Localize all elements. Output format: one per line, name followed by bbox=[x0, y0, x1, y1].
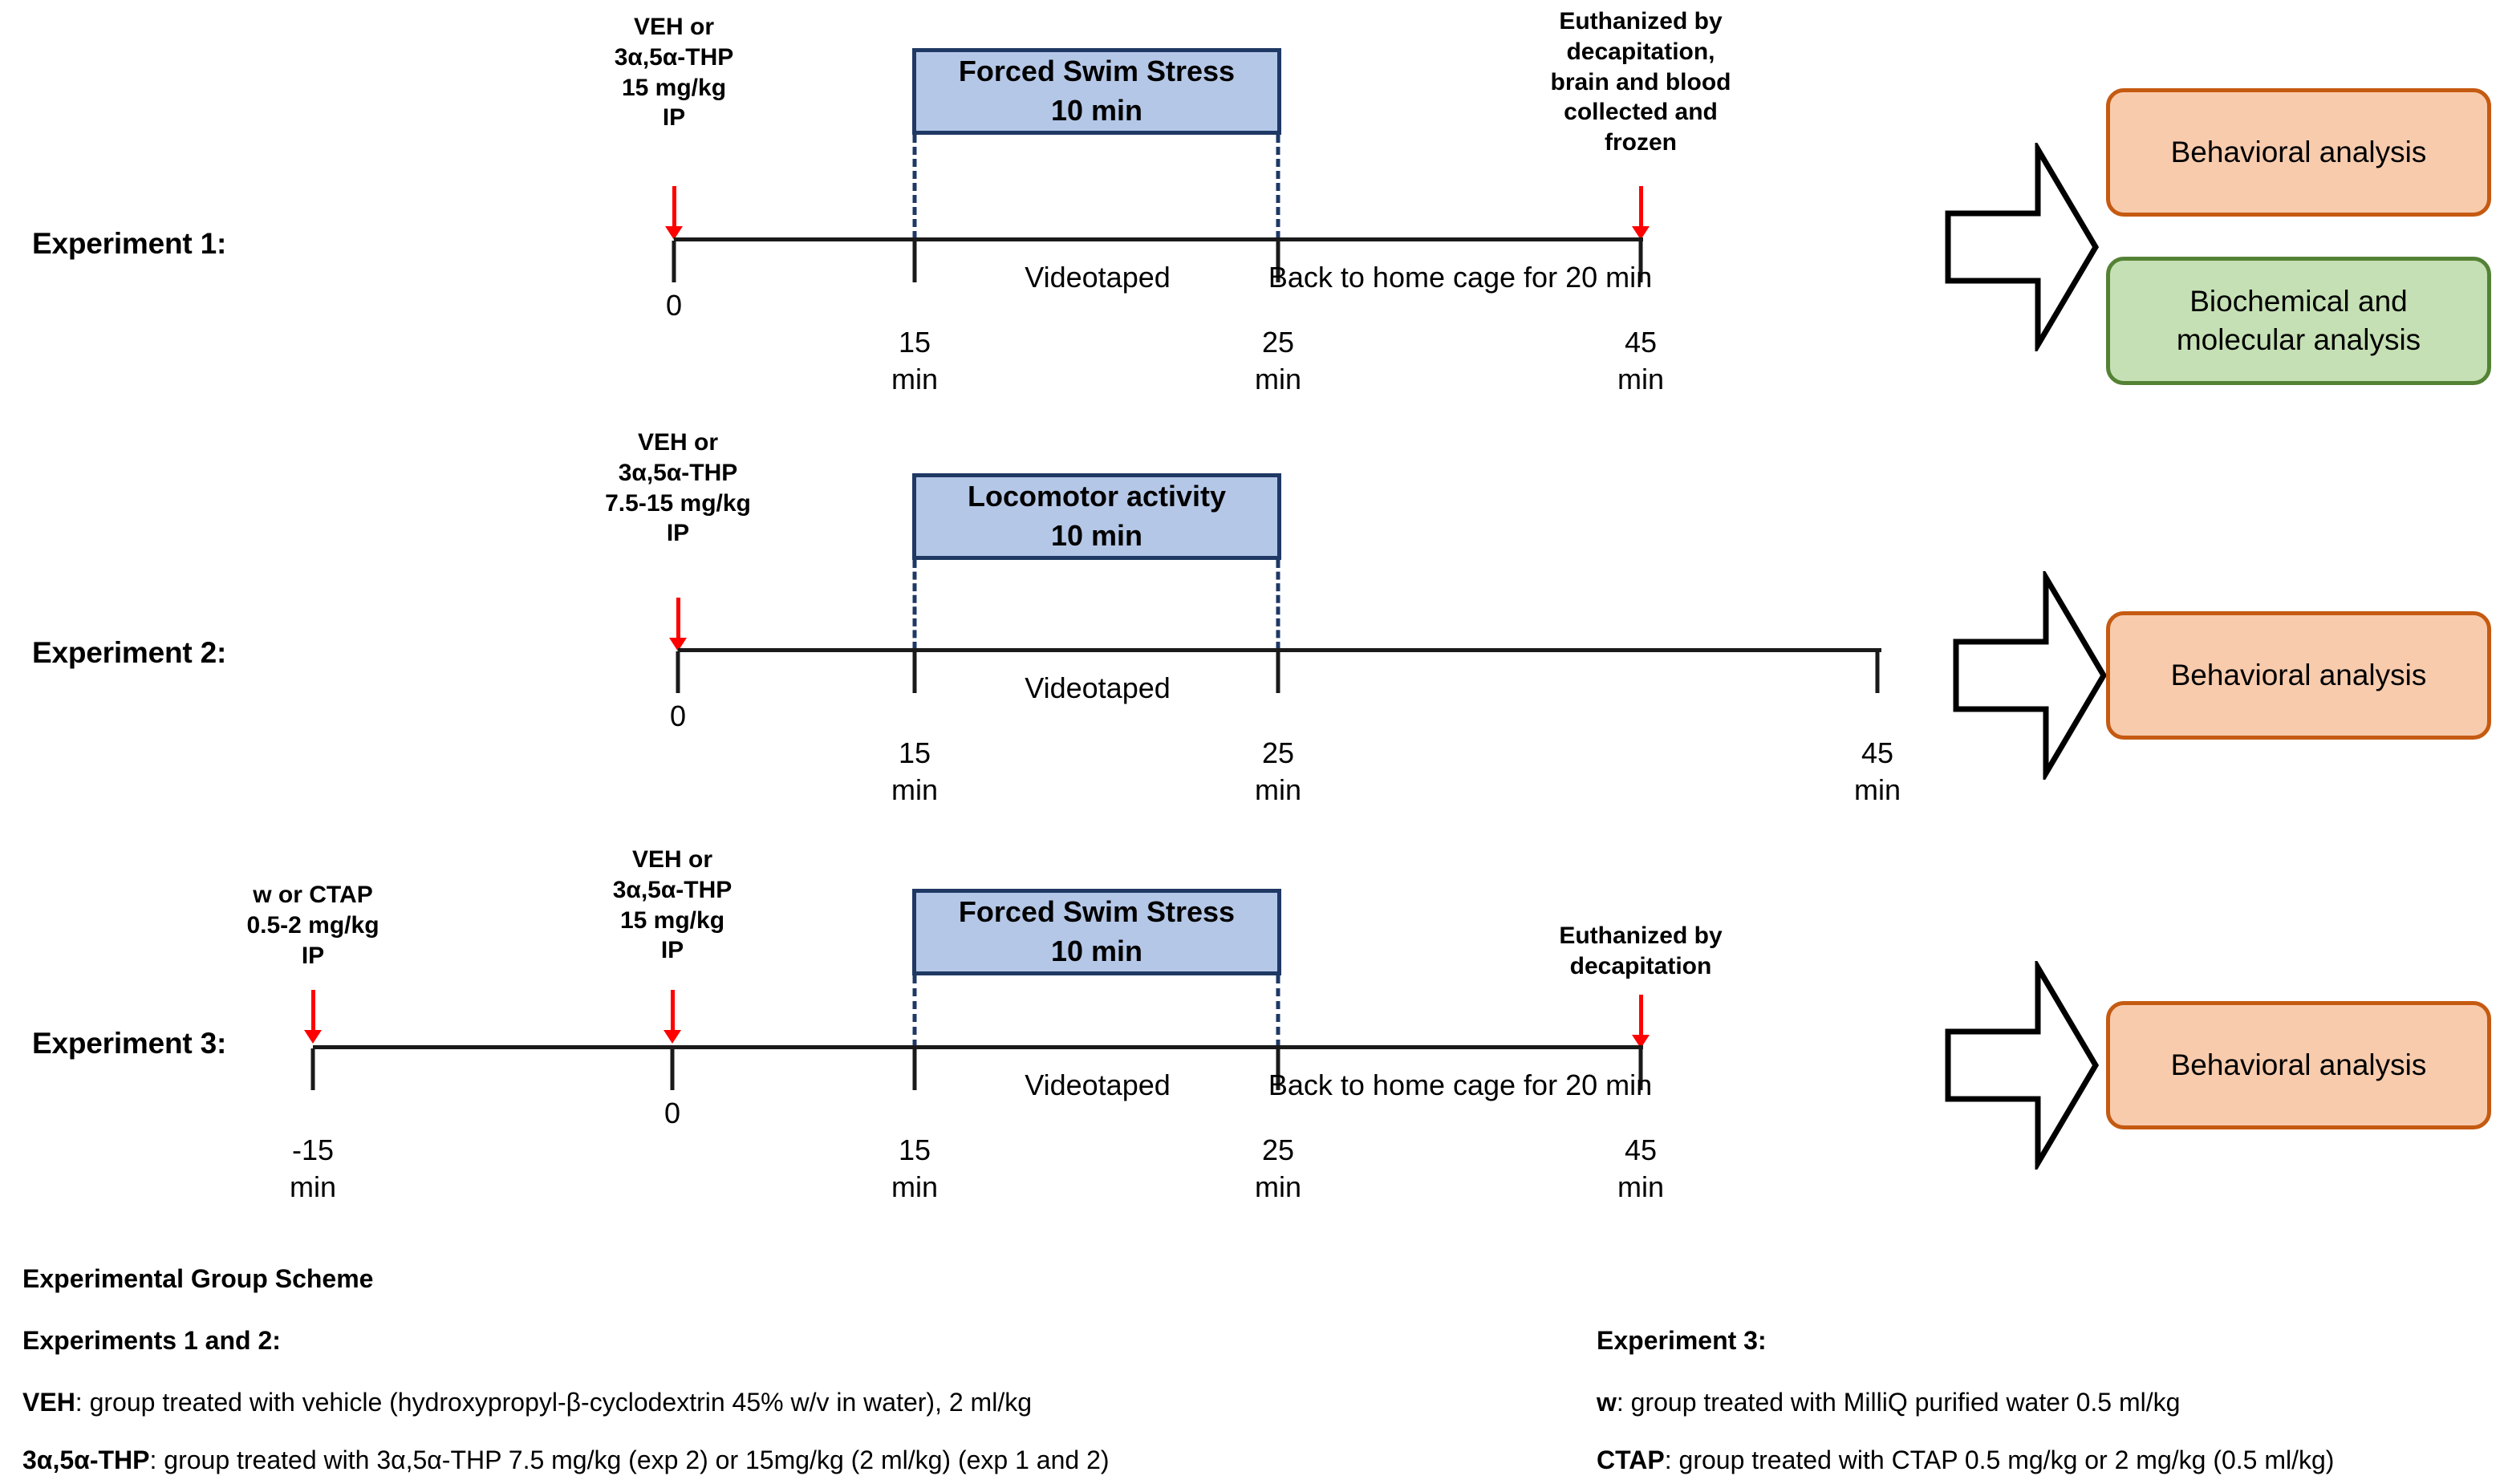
exp2-task-duration: 10 min bbox=[1050, 519, 1143, 552]
legend-right-heading: Experiment 3: bbox=[1597, 1326, 1767, 1355]
exp3-ctap-arrow-icon bbox=[304, 990, 322, 1044]
legend-term-thp: 3α,5α-THP bbox=[22, 1445, 150, 1474]
exp2-tick-0 bbox=[676, 651, 680, 693]
exp3-tick-minus15 bbox=[310, 1048, 315, 1090]
legend-desc-thp: : group treated with 3α,5α-THP 7.5 mg/kg… bbox=[149, 1445, 1110, 1474]
legend-left-entry-thp: 3α,5α-THP: group treated with 3α,5α-THP … bbox=[22, 1445, 1110, 1475]
exp1-tick-label-0: 0 bbox=[665, 289, 683, 322]
exp3-task-box: Forced Swim Stress 10 min bbox=[912, 889, 1281, 975]
exp3-tick-0 bbox=[670, 1048, 675, 1090]
legend-term-ctap: CTAP bbox=[1597, 1445, 1665, 1474]
experiment-2-row-label: Experiment 2: bbox=[32, 636, 227, 669]
exp1-caption-home-cage: Back to home cage for 20 min bbox=[1268, 261, 1653, 294]
legend-title: Experimental Group Scheme bbox=[22, 1264, 374, 1293]
exp3-dash-right bbox=[1276, 975, 1280, 1048]
experiment-3-row-label: Experiment 3: bbox=[32, 1027, 227, 1060]
exp1-end-annotation: Euthanized by decapitation, brain and bl… bbox=[1550, 8, 1731, 156]
exp2-task-title: Locomotor activity bbox=[967, 480, 1227, 513]
exp3-task-title: Forced Swim Stress bbox=[958, 895, 1236, 929]
exp3-thp-arrow-icon bbox=[664, 990, 681, 1044]
exp2-injection-arrow-icon bbox=[669, 598, 687, 652]
legend-desc-veh: : group treated with vehicle (hydroxypro… bbox=[75, 1388, 1032, 1417]
exp3-result-behavioral: Behavioral analysis bbox=[2106, 1001, 2491, 1129]
exp1-tick-25 bbox=[1276, 241, 1280, 282]
exp3-end-annotation: Euthanized by decapitation bbox=[1559, 922, 1723, 979]
exp1-drug-annotation: VEH or 3α,5α-THP 15 mg/kg IP bbox=[614, 14, 734, 132]
exp3-tick-45 bbox=[1638, 1048, 1643, 1090]
exp1-tick-0 bbox=[672, 241, 676, 282]
exp1-outcome-chevron-icon bbox=[1945, 143, 2100, 351]
exp2-outcome-chevron-icon bbox=[1953, 571, 2108, 780]
exp3-task-duration: 10 min bbox=[1050, 935, 1143, 967]
exp3-caption-home-cage: Back to home cage for 20 min bbox=[1268, 1068, 1653, 1101]
exp3-tick-25 bbox=[1276, 1048, 1280, 1090]
exp1-result-behavioral: Behavioral analysis bbox=[2106, 88, 2491, 217]
exp2-tick-45 bbox=[1875, 651, 1880, 693]
exp1-result-biochemical: Biochemical and molecular analysis bbox=[2106, 257, 2491, 385]
exp3-drug-annotation-2: VEH or 3α,5α-THP 15 mg/kg IP bbox=[612, 846, 733, 964]
exp2-result-behavioral: Behavioral analysis bbox=[2106, 611, 2491, 740]
exp1-euthanasia-arrow-icon bbox=[1632, 186, 1650, 241]
exp2-drug-annotation: VEH or 3α,5α-THP 7.5-15 mg/kg IP bbox=[605, 429, 751, 547]
exp1-caption-videotaped: Videotaped bbox=[1025, 261, 1171, 294]
exp1-tick-45 bbox=[1638, 241, 1643, 282]
exp2-tick-25 bbox=[1276, 651, 1280, 693]
legend-left-entry-veh: VEH: group treated with vehicle (hydroxy… bbox=[22, 1388, 1032, 1417]
exp3-tick-15 bbox=[912, 1048, 917, 1090]
legend-left-heading: Experiments 1 and 2: bbox=[22, 1326, 281, 1355]
exp1-timeline-axis bbox=[674, 237, 1643, 241]
exp1-task-box: Forced Swim Stress 10 min bbox=[912, 48, 1281, 135]
exp2-tick-15 bbox=[912, 651, 917, 693]
exp1-task-duration: 10 min bbox=[1050, 94, 1143, 127]
exp1-dash-left bbox=[912, 135, 917, 239]
exp1-tick-15 bbox=[912, 241, 917, 282]
experiment-1-row-label: Experiment 1: bbox=[32, 227, 227, 260]
exp3-drug-annotation-1: w or CTAP 0.5-2 mg/kg IP bbox=[246, 882, 379, 969]
exp2-timeline-axis bbox=[678, 648, 1881, 652]
exp1-dash-right bbox=[1276, 135, 1280, 239]
exp2-dash-left bbox=[912, 560, 917, 650]
exp2-dash-right bbox=[1276, 560, 1280, 650]
legend-right-entry-w: w: group treated with MilliQ purified wa… bbox=[1597, 1388, 2180, 1417]
legend-desc-w: : group treated with MilliQ purified wat… bbox=[1616, 1388, 2181, 1417]
legend-desc-ctap: : group treated with CTAP 0.5 mg/kg or 2… bbox=[1664, 1445, 2335, 1474]
exp3-euthanasia-arrow-icon bbox=[1632, 995, 1650, 1049]
exp2-caption-videotaped: Videotaped bbox=[1025, 671, 1171, 704]
exp3-dash-left bbox=[912, 975, 917, 1048]
exp3-caption-videotaped: Videotaped bbox=[1025, 1068, 1171, 1101]
exp2-tick-label-0: 0 bbox=[669, 699, 687, 732]
exp3-tick-label-0: 0 bbox=[664, 1097, 681, 1129]
exp3-timeline-axis bbox=[313, 1045, 1643, 1049]
legend-right-entry-ctap: CTAP: group treated with CTAP 0.5 mg/kg … bbox=[1597, 1445, 2334, 1475]
exp1-task-title: Forced Swim Stress bbox=[958, 55, 1236, 88]
exp3-outcome-chevron-icon bbox=[1945, 961, 2100, 1170]
exp1-injection-arrow-icon bbox=[665, 186, 683, 241]
legend-term-veh: VEH bbox=[22, 1388, 75, 1417]
legend-term-w: w bbox=[1597, 1388, 1617, 1417]
exp2-task-box: Locomotor activity 10 min bbox=[912, 473, 1281, 560]
